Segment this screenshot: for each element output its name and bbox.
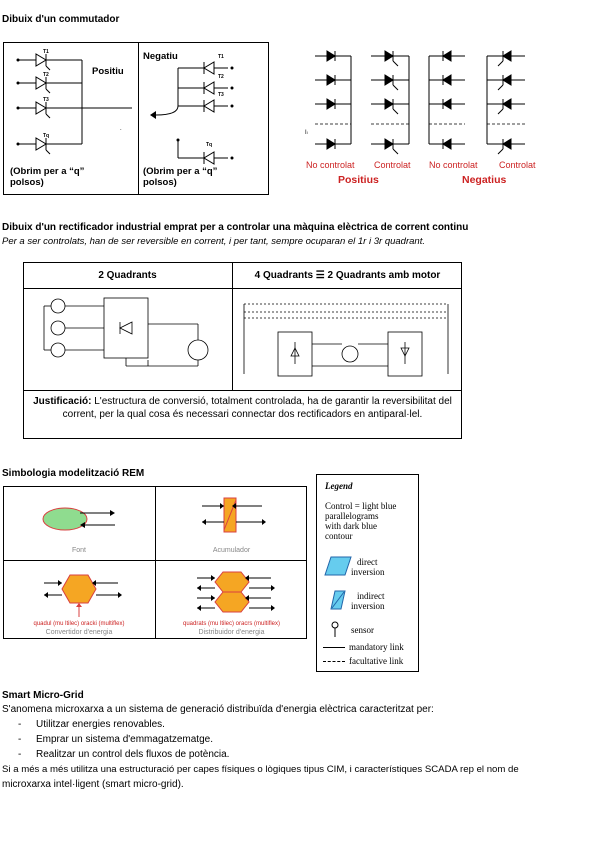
section-title-rem: Simbologia modelització REM	[2, 468, 145, 479]
legend-control-3: with dark blue	[325, 521, 377, 531]
label-controlat-2: Controlat	[499, 160, 536, 170]
label-obrim-right: (Obrim per a “q”	[143, 166, 218, 177]
convertidor-symbol	[44, 574, 122, 617]
section-title-rectificador: Dibuix d'un rectificador industrial empr…	[2, 222, 469, 233]
label-negatiu: Negatiu	[143, 51, 178, 62]
label-tq: Tq	[43, 133, 50, 139]
legend-box: Legend Control = light blue parallelogra…	[316, 474, 419, 672]
label-negatius: Negatius	[462, 174, 507, 186]
font-label: Font	[71, 547, 86, 554]
list-item: Utilitzar energies renovables.	[36, 719, 165, 730]
mandatory-link-icon	[323, 647, 345, 648]
label-nq: Tq	[206, 142, 213, 148]
commutator-box	[3, 42, 269, 195]
distribuidor-symbol	[197, 571, 275, 613]
smart-grid-outro-2: microxarxa intel·ligent (smart micro-gri…	[2, 779, 184, 790]
list-item: Emprar un sistema d'emmagatzematge.	[36, 734, 213, 745]
positive-thyristor-diagram: .	[16, 53, 132, 155]
legend-sensor: sensor	[351, 625, 374, 635]
col-2-quadrants: 2 Quadrants	[98, 270, 157, 281]
acumulador-symbol	[202, 497, 266, 533]
justification: Justificació: L'estructura de conversió,…	[30, 395, 455, 421]
legend-title: Legend	[325, 481, 353, 491]
list-item: Realitzar un control dels fluxos de potè…	[36, 749, 230, 760]
legend-control-1: Control = light blue	[325, 501, 397, 511]
label-n1: T1	[218, 54, 224, 60]
label-polsos-left: polsos)	[10, 177, 44, 188]
section-title-smart-micro-grid: Smart Micro-Grid	[2, 690, 84, 701]
convertidor-note: quadul (mu ltilec) oracki (multiflex)	[33, 621, 125, 627]
label-obrim-left: (Obrim per a “q”	[10, 166, 85, 177]
label-n3: T3	[218, 92, 224, 98]
justification-label: Justificació:	[33, 396, 92, 407]
commutator-divider	[138, 42, 140, 195]
label-t2: T2	[43, 72, 49, 78]
legend-indirect-2: inversion	[351, 601, 385, 611]
legend-indirect-1: indirect	[357, 591, 385, 601]
convertidor-label: Convertidor d'energia	[45, 629, 113, 636]
justification-text: L'estructura de conversió, totalment con…	[62, 396, 452, 420]
acumulador-label: Acumulador	[212, 547, 251, 554]
indirect-inversion-icon	[330, 590, 346, 610]
svg-text:.: .	[120, 126, 122, 132]
legend-direct-2: inversion	[351, 567, 385, 577]
label-li: Iₗ	[305, 130, 308, 136]
direct-inversion-icon	[324, 556, 352, 576]
list-dash: -	[18, 749, 22, 760]
list-dash: -	[18, 734, 22, 745]
label-no-controlat-1: No controlat	[306, 160, 355, 170]
label-positius: Positius	[338, 174, 379, 186]
legend-control-4: contour	[325, 531, 353, 541]
distribuidor-label: Distribuidor d'energia	[198, 629, 265, 636]
four-quadrant-diagram	[243, 303, 449, 377]
legend-facultative: facultative link	[349, 656, 404, 666]
label-n2: T2	[218, 74, 224, 80]
label-t1: T1	[43, 49, 49, 55]
thyristor-columns-diagram	[315, 50, 525, 155]
label-polsos-right: polsos)	[143, 177, 177, 188]
label-t3: T3	[43, 97, 49, 103]
legend-mandatory: mandatory link	[349, 642, 404, 652]
section-title-commutador: Dibuix d'un commutador	[2, 14, 120, 25]
smart-grid-intro: S'anomena microxarxa a un sistema de gen…	[2, 704, 434, 715]
label-controlat-1: Controlat	[374, 160, 411, 170]
section-subtitle-rectificador: Per a ser controlats, han de ser reversi…	[2, 236, 425, 247]
col-4-quadrants: 4 Quadrants ☰ 2 Quadrants amb motor	[254, 270, 441, 281]
distribuidor-note: quadrats (mu ltilec) oracrs (multiflex)	[182, 621, 281, 627]
sensor-icon	[331, 621, 339, 637]
rectifier-table	[23, 262, 462, 439]
font-symbol	[42, 507, 115, 531]
facultative-link-icon	[323, 661, 345, 662]
negative-thyristor-diagram	[150, 61, 234, 165]
label-no-controlat-2: No controlat	[429, 160, 478, 170]
legend-control-2: parallelograms	[325, 511, 379, 521]
two-quadrant-diagram	[43, 297, 209, 367]
list-dash: -	[18, 719, 22, 730]
legend-direct-1: direct	[357, 557, 378, 567]
smart-grid-outro-1: Si a més a més utilitza una estructuraci…	[2, 764, 519, 775]
label-positiu: Positiu	[92, 66, 124, 77]
